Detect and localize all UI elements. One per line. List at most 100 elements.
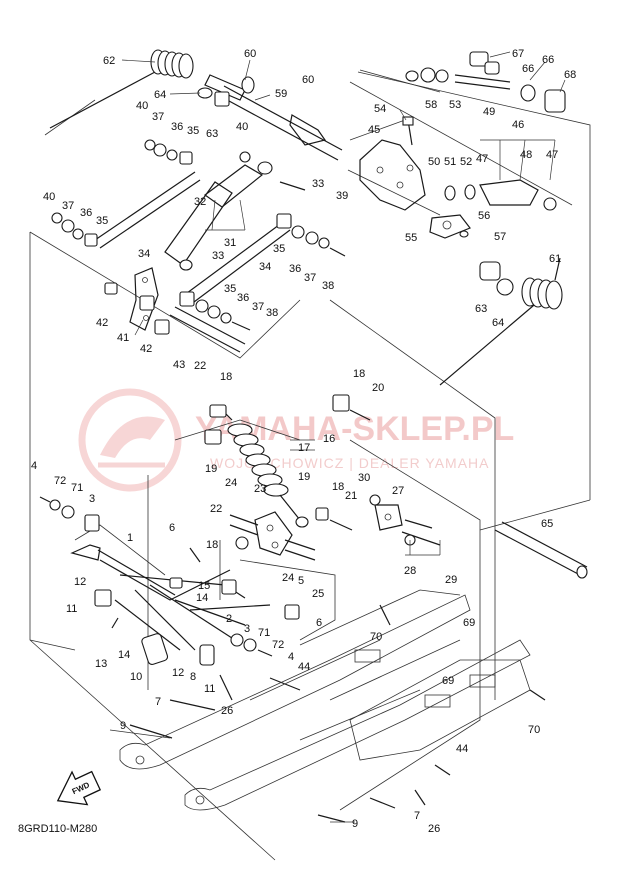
callout-11-b: 11 (204, 683, 215, 695)
callout-72-a: 72 (54, 475, 66, 487)
callout-2: 2 (226, 613, 232, 625)
callout-3-a: 3 (89, 493, 95, 505)
callout-14-b: 14 (118, 649, 130, 661)
callout-32: 32 (194, 196, 206, 208)
torsion-spring-left (49, 71, 156, 129)
callout-43: 43 (173, 359, 185, 371)
callout-24-a: 24 (225, 477, 237, 489)
callout-40-b: 40 (236, 121, 248, 133)
callout-34-b: 34 (259, 261, 271, 273)
fwd-arrow-icon: FWD (56, 770, 102, 806)
callout-37-a: 37 (152, 111, 164, 123)
callout-9-b: 9 (352, 818, 358, 830)
callout-1: 1 (127, 532, 133, 544)
callout-13: 13 (95, 658, 107, 670)
front-shock-assembly (204, 394, 588, 579)
callout-20: 20 (372, 382, 384, 394)
callout-71-b: 71 (258, 627, 270, 639)
callout-22-b: 22 (210, 503, 222, 515)
watermark-subtitle: WOJCIECHOWICZ | DEALER YAMAHA (210, 455, 489, 471)
callout-33-b: 33 (212, 250, 224, 262)
front-arm-assembly (39, 496, 301, 739)
callout-19-b: 19 (298, 471, 310, 483)
callout-37-b: 37 (62, 200, 74, 212)
callout-30: 30 (358, 472, 370, 484)
callout-45: 45 (368, 124, 380, 136)
callout-67: 67 (512, 48, 524, 60)
frame-outlines (29, 69, 591, 861)
callout-35-c: 35 (273, 243, 285, 255)
callout-56: 56 (478, 210, 490, 222)
callout-18-b: 18 (353, 368, 365, 380)
callout-47-b: 47 (546, 149, 558, 161)
callout-42-b: 42 (140, 343, 152, 355)
callout-66-b: 66 (542, 54, 554, 66)
callout-19-a: 19 (205, 463, 217, 475)
callout-labels: 62 60 60 64 63 59 67 66 66 68 58 53 49 5… (31, 48, 576, 835)
callout-46: 46 (512, 119, 524, 131)
callout-28: 28 (404, 565, 416, 577)
callout-60-left: 60 (244, 48, 256, 60)
callout-5: 5 (298, 575, 304, 587)
callout-6-a: 6 (169, 522, 175, 534)
callout-69-b: 69 (442, 675, 454, 687)
drawing-code: 8GRD110-M280 (18, 823, 97, 835)
callout-26-a: 26 (221, 705, 233, 717)
callout-12-b: 12 (172, 667, 184, 679)
shock-spring (227, 423, 289, 497)
callout-36-d: 36 (237, 292, 249, 304)
callout-24-b: 24 (282, 572, 294, 584)
callout-36-a: 36 (171, 121, 183, 133)
callout-44-b: 44 (456, 743, 468, 755)
callout-34-a: 34 (138, 248, 150, 260)
callout-68: 68 (564, 69, 576, 81)
callout-25: 25 (312, 588, 324, 600)
callout-39: 39 (336, 190, 348, 202)
callout-17: 17 (298, 442, 310, 454)
callout-15: 15 (198, 580, 210, 592)
callout-37-c: 37 (304, 272, 316, 284)
callout-31: 31 (224, 237, 236, 249)
callout-54: 54 (374, 103, 386, 115)
callout-36-b: 36 (80, 207, 92, 219)
callout-10: 10 (130, 671, 142, 683)
callout-21: 21 (345, 490, 357, 502)
callout-8: 8 (190, 671, 196, 683)
callout-42-a: 42 (96, 317, 108, 329)
callout-12-a: 12 (74, 576, 86, 588)
skid-rails (119, 589, 546, 823)
callout-33-a: 33 (312, 178, 324, 190)
callout-36-c: 36 (289, 263, 301, 275)
callout-41: 41 (117, 332, 129, 344)
callout-14-a: 14 (196, 592, 208, 604)
callout-40-c: 40 (43, 191, 55, 203)
callout-26-b: 26 (428, 823, 440, 835)
callout-7-a: 7 (155, 696, 161, 708)
callout-60-right: 60 (302, 74, 314, 86)
callout-16: 16 (323, 433, 335, 445)
callout-53: 53 (449, 99, 461, 111)
upper-arm-assembly (49, 49, 566, 386)
callout-18-c: 18 (332, 481, 344, 493)
callout-6-b: 6 (316, 617, 322, 629)
callout-58: 58 (425, 99, 437, 111)
callout-35-b: 35 (96, 215, 108, 227)
callout-7-b: 7 (414, 810, 420, 822)
callout-3-b: 3 (244, 623, 250, 635)
callout-55: 55 (405, 232, 417, 244)
callout-63-top: 63 (206, 128, 218, 140)
callout-61: 61 (549, 253, 561, 265)
callout-18-a: 18 (220, 371, 232, 383)
callout-18-d: 18 (206, 539, 218, 551)
callout-44-a: 44 (298, 661, 310, 673)
callout-52: 52 (460, 156, 472, 168)
leader-lines (109, 51, 566, 823)
callout-64-bottom: 64 (492, 317, 504, 329)
callout-4-a: 4 (31, 460, 37, 472)
callout-65: 65 (541, 518, 553, 530)
callout-72-b: 72 (272, 639, 284, 651)
callout-50: 50 (428, 156, 440, 168)
callout-9-a: 9 (120, 720, 126, 732)
callout-49: 49 (483, 106, 495, 118)
